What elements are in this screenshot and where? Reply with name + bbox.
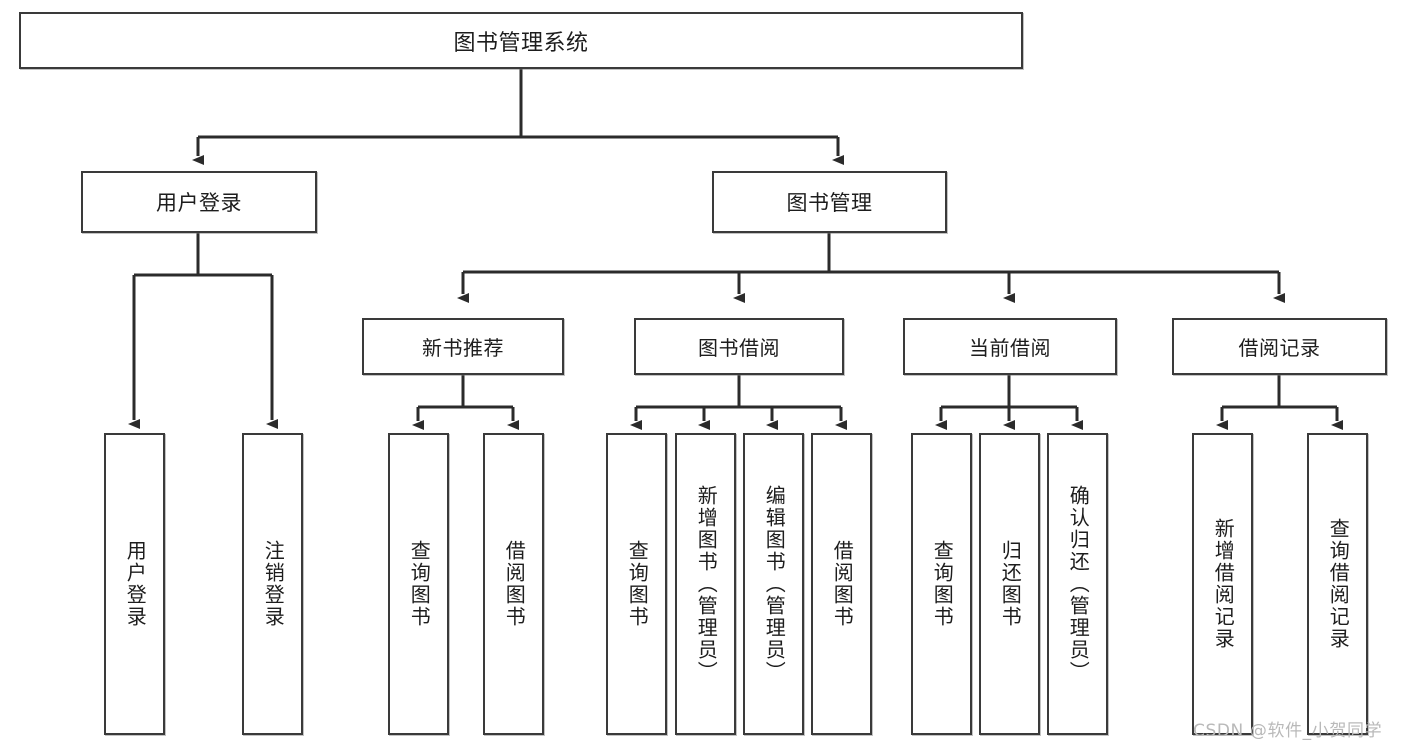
node-label: 图书管理系统 (453, 30, 589, 56)
node-label: 确认归还（管理员） (1066, 485, 1091, 683)
node-label: 查询图书 (930, 540, 955, 628)
node-label: 新书推荐 (422, 336, 504, 360)
leaf-borrow-borrow-book[interactable]: 借阅图书 (811, 433, 872, 735)
node-label: 用户登录 (123, 540, 148, 628)
node-label: 新增图书（管理员） (694, 485, 719, 683)
leaf-recommend-borrow-book[interactable]: 借阅图书 (483, 433, 544, 735)
leaf-current-query-book[interactable]: 查询图书 (911, 433, 972, 735)
leaf-borrow-edit-book-admin[interactable]: 编辑图书（管理员） (743, 433, 804, 735)
node-user-login[interactable]: 用户登录 (81, 171, 317, 233)
leaf-borrow-add-book-admin[interactable]: 新增图书（管理员） (675, 433, 736, 735)
node-book-borrow[interactable]: 图书借阅 (634, 318, 844, 375)
node-label: 借阅图书 (502, 540, 527, 628)
leaf-record-query-record[interactable]: 查询借阅记录 (1307, 433, 1368, 735)
node-borrow-record[interactable]: 借阅记录 (1172, 318, 1387, 375)
node-label: 新增借阅记录 (1211, 518, 1236, 650)
node-book-management[interactable]: 图书管理 (712, 171, 947, 233)
node-label: 借阅图书 (830, 540, 855, 628)
leaf-recommend-query-book[interactable]: 查询图书 (388, 433, 449, 735)
leaf-user-login-login[interactable]: 用户登录 (104, 433, 165, 735)
node-current-borrow[interactable]: 当前借阅 (903, 318, 1117, 375)
node-label: 图书管理 (786, 191, 873, 215)
node-label: 查询图书 (625, 540, 650, 628)
node-label: 归还图书 (998, 540, 1023, 628)
leaf-current-confirm-return-admin[interactable]: 确认归还（管理员） (1047, 433, 1108, 735)
leaf-record-add-record[interactable]: 新增借阅记录 (1192, 433, 1253, 735)
leaf-user-login-logout[interactable]: 注销登录 (242, 433, 303, 735)
node-label: 当前借阅 (969, 336, 1051, 360)
node-label: 注销登录 (261, 540, 286, 628)
node-label: 查询图书 (407, 540, 432, 628)
leaf-current-return-book[interactable]: 归还图书 (979, 433, 1040, 735)
node-root-system[interactable]: 图书管理系统 (19, 12, 1023, 69)
node-new-book-recommend[interactable]: 新书推荐 (362, 318, 564, 375)
node-label: 图书借阅 (698, 336, 780, 360)
leaf-borrow-query-book[interactable]: 查询图书 (606, 433, 667, 735)
node-label: 查询借阅记录 (1326, 518, 1351, 650)
node-label: 借阅记录 (1238, 336, 1321, 360)
node-label: 用户登录 (156, 191, 242, 215)
csdn-watermark: CSDN @软件_小贺同学 (1193, 721, 1383, 741)
node-label: 编辑图书（管理员） (762, 485, 787, 683)
